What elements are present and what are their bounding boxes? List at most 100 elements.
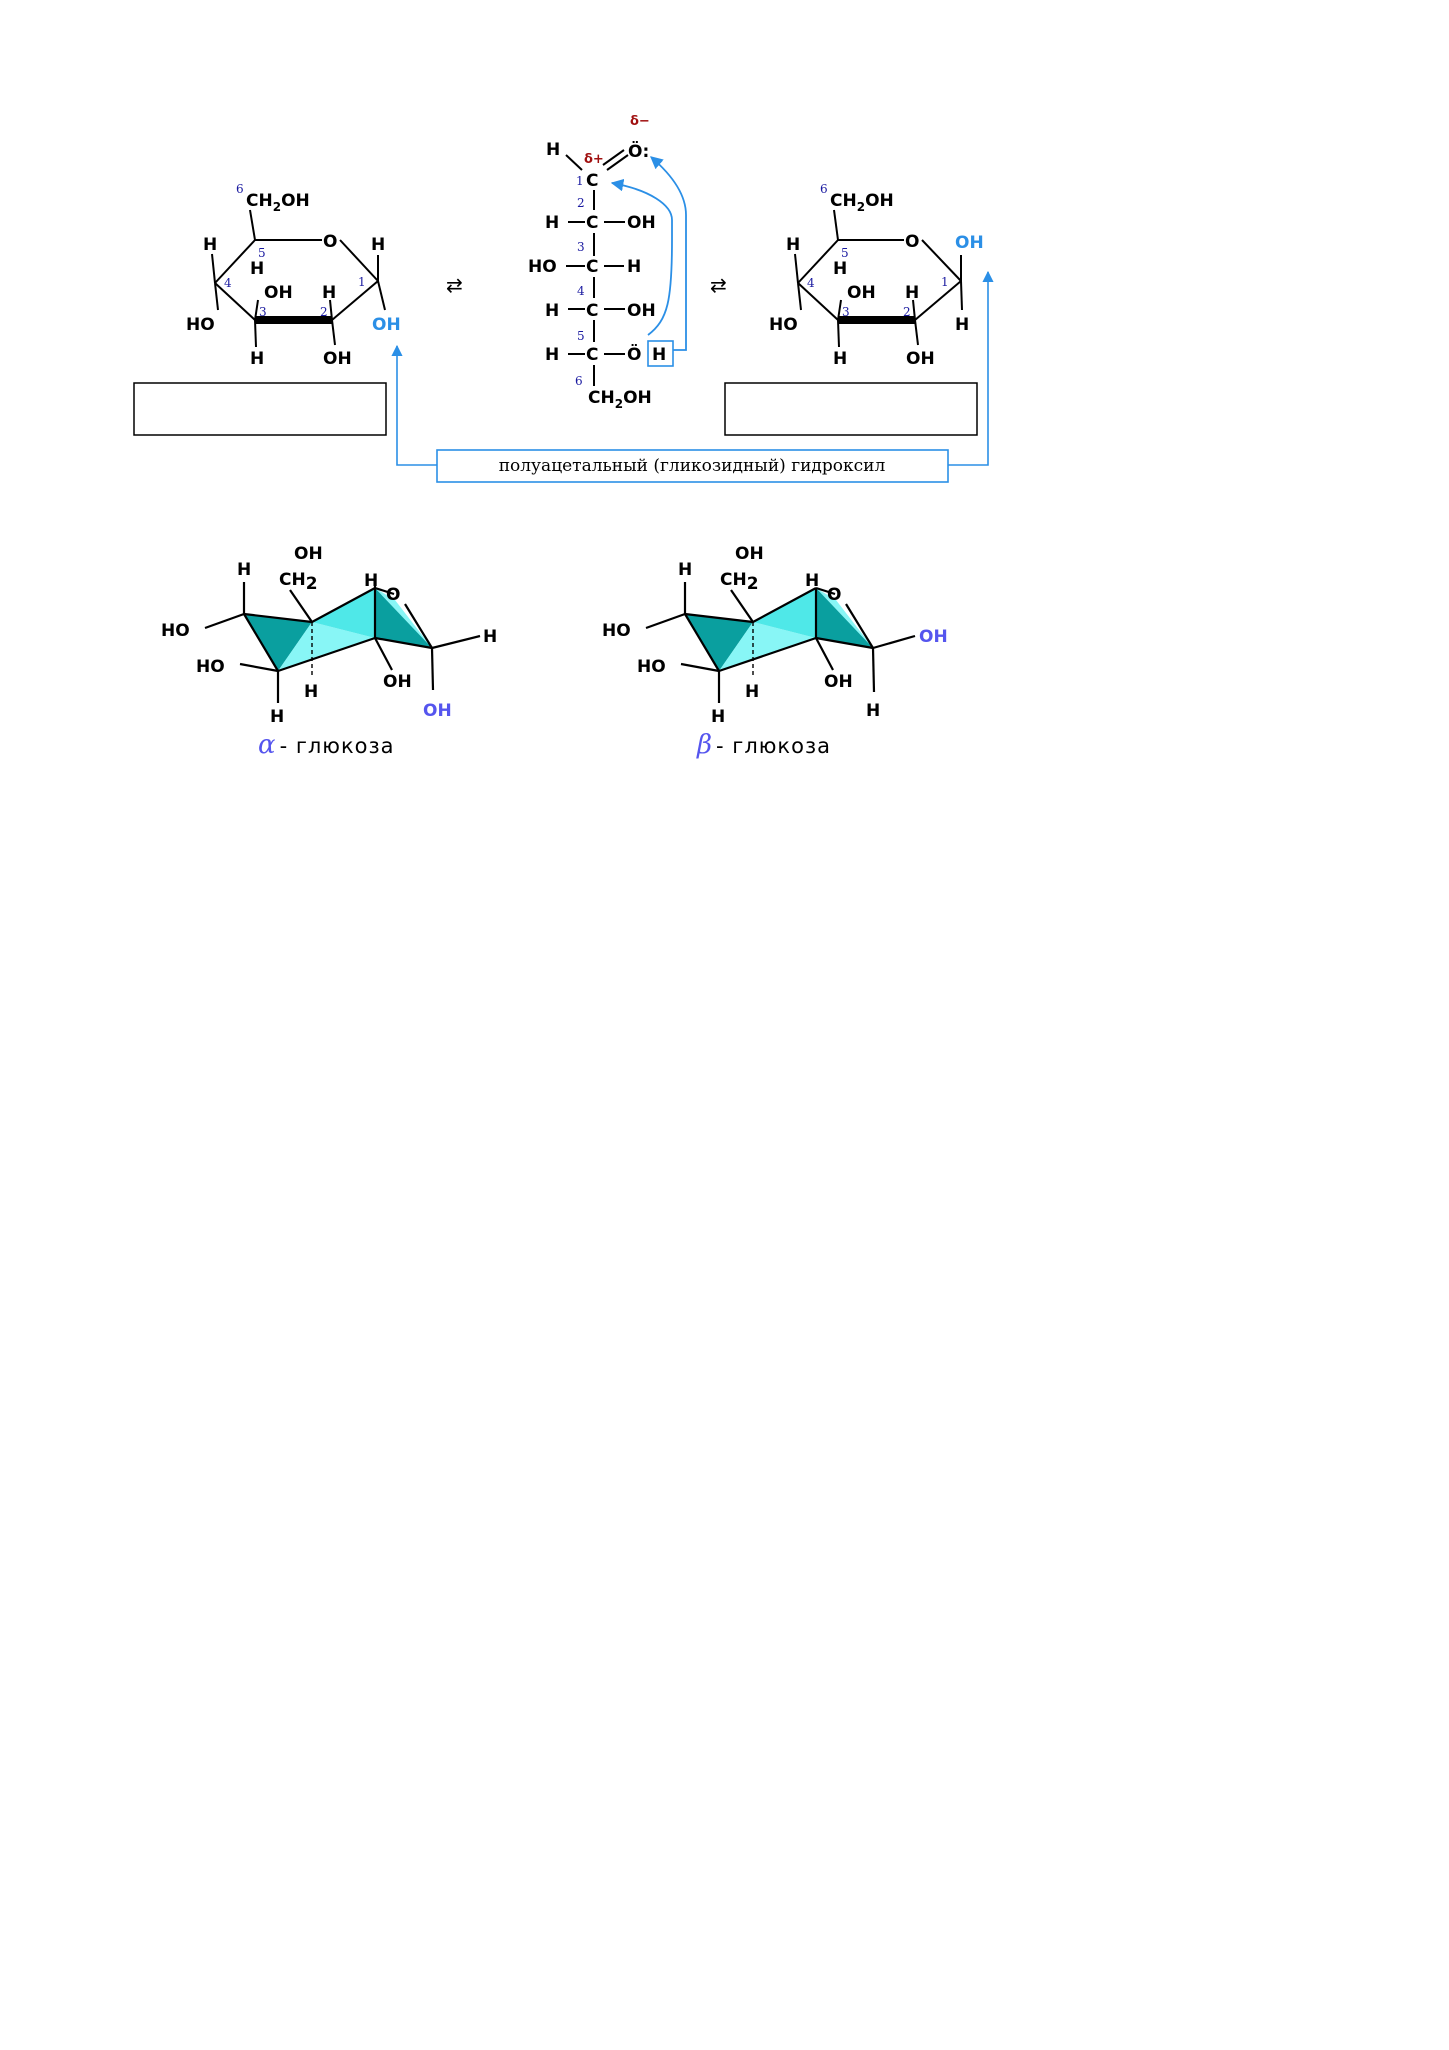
chain-row5-c: C: [586, 345, 598, 365]
open-chain-glucose: δ− δ+ H Ö: 1 C 2 H C OH 3 HO C H 4 H C O…: [528, 114, 687, 411]
alpha-c2-h: H: [322, 283, 336, 303]
alpha-chair-c1-oh: OH: [423, 701, 452, 721]
beta-chair-c3-ho: HO: [637, 657, 666, 677]
chain-c1: C: [586, 171, 598, 191]
beta-c4-ho: HO: [769, 315, 798, 335]
arrow-o5-to-c1: [610, 178, 673, 336]
beta-chair-c1-oh: OH: [919, 627, 948, 647]
alpha-chair-c5-h: H: [364, 571, 378, 591]
beta-n4: 4: [807, 276, 815, 290]
hemiacetal-caption: полуацетальный (гликозидный) гидроксил: [499, 456, 886, 476]
alpha-chair-c2-oh: OH: [383, 672, 412, 692]
beta-glucose-name: β- глюкоза: [696, 730, 831, 760]
beta-chair-c3-h: H: [711, 707, 725, 727]
alpha-chair-c3-ho: HO: [196, 657, 225, 677]
beta-c3-oh: OH: [847, 283, 876, 303]
alpha-ring-oxygen: O: [323, 232, 337, 252]
chain-row2-right: OH: [627, 213, 656, 233]
chain-row4-right: OH: [627, 301, 656, 321]
alpha-glucose-name: α- глюкоза: [258, 730, 395, 760]
alpha-chair-c3-h: H: [270, 707, 284, 727]
alpha-label-box: [133, 382, 387, 436]
alpha-n3: 3: [259, 305, 267, 319]
chain-ch2oh: CH2OH: [588, 388, 652, 411]
chain-row5-left: H: [545, 345, 559, 365]
beta-c1-h: H: [955, 315, 969, 335]
alpha-c3-oh: OH: [264, 283, 293, 303]
chain-row3-right: H: [627, 257, 641, 277]
hydroxyl-h-highlight-box: [647, 340, 674, 367]
alpha-chair-ring-o: O: [386, 585, 400, 605]
alpha-n5: 5: [258, 246, 266, 260]
alpha-c4-ho: HO: [186, 315, 215, 335]
chain-n2: 2: [577, 196, 585, 210]
chain-n6: 6: [575, 374, 583, 388]
beta-c3-h: H: [833, 349, 847, 369]
arrow-h-to-carbonyl-o: [650, 156, 687, 351]
alpha-ch2oh-label: CH2OH: [246, 191, 310, 214]
alpha-c2-oh: OH: [323, 349, 352, 369]
glucose-cyclization-diagram: 6 CH2OH O H OH H 5 H 4 HO OH 3 H 2 1 H O…: [133, 114, 994, 760]
beta-ring-oxygen: O: [905, 232, 919, 252]
beta-chair-c4-ho: HO: [602, 621, 631, 641]
beta-chair-conformation: OH CH2 H O H OH HO HO H OH H H β- глюкоз…: [602, 544, 948, 760]
beta-c4-top-h: H: [786, 235, 800, 255]
beta-label-box: [724, 382, 978, 436]
beta-c1-oh: OH: [955, 233, 984, 253]
beta-ch2oh-label: CH2OH: [830, 191, 894, 214]
delta-plus-charge: δ+: [584, 152, 604, 167]
aldehyde-h: H: [546, 140, 560, 160]
chain-row2-c: C: [586, 213, 598, 233]
chain-row2-left: H: [545, 213, 559, 233]
equilibrium-arrow-left: ⇄: [446, 273, 463, 297]
beta-chair-ring-o: O: [827, 585, 841, 605]
alpha-n2: 2: [320, 305, 328, 319]
chain-n4: 4: [577, 284, 585, 298]
beta-c2-h: H: [905, 283, 919, 303]
beta-chair-c5-h-down: H: [745, 682, 759, 702]
beta-chair-ch2: CH2: [720, 570, 759, 594]
alpha-c3-h: H: [250, 349, 264, 369]
beta-c2-oh: OH: [906, 349, 935, 369]
alpha-chair-oh: OH: [294, 544, 323, 564]
beta-chair-oh: OH: [735, 544, 764, 564]
beta-c5-h: H: [833, 259, 847, 279]
chain-row5-oxygen: Ö: [627, 343, 641, 365]
alpha-c6-number: 6: [236, 182, 244, 196]
callout-arrow-beta: [948, 270, 994, 466]
alpha-chair-c5-h-down: H: [304, 682, 318, 702]
beta-chair-c4-h: H: [678, 560, 692, 580]
chain-row3-left: HO: [528, 257, 557, 277]
alpha-chair-c4-ho: HO: [161, 621, 190, 641]
chain-row3-c: C: [586, 257, 598, 277]
alpha-c5-h: H: [250, 259, 264, 279]
delta-minus-charge: δ−: [630, 114, 650, 129]
chain-n1: 1: [576, 174, 584, 188]
beta-chair-c2-oh: OH: [824, 672, 853, 692]
beta-n5: 5: [841, 246, 849, 260]
aldehyde-oxygen: Ö:: [628, 140, 649, 162]
beta-c6-number: 6: [820, 182, 828, 196]
alpha-c1-oh: OH: [372, 315, 401, 335]
alpha-chair-conformation: OH CH2 H O H H HO HO H OH OH H α- глюкоз…: [161, 544, 497, 760]
alpha-n4: 4: [224, 276, 232, 290]
beta-haworth-structure: 6 CH2OH O OH H 5 H 4 HO OH 3 H 2 1 H H O…: [724, 182, 984, 436]
callout-arrow-alpha: [391, 344, 437, 466]
hemiacetal-caption-box: [436, 449, 949, 483]
alpha-c1-top-h: H: [371, 235, 385, 255]
chain-row4-left: H: [545, 301, 559, 321]
beta-n2: 2: [903, 305, 911, 319]
alpha-chair-c1-h: H: [483, 627, 497, 647]
alpha-haworth-structure: 6 CH2OH O H OH H 5 H 4 HO OH 3 H 2 1 H O…: [133, 182, 401, 436]
beta-chair-c5-h: H: [805, 571, 819, 591]
alpha-chair-c4-h: H: [237, 560, 251, 580]
chain-row4-c: C: [586, 301, 598, 321]
alpha-c4-top-h: H: [203, 235, 217, 255]
beta-n1: 1: [941, 275, 949, 289]
beta-chair-c1-h: H: [866, 701, 880, 721]
chain-row5-h: H: [652, 345, 666, 365]
hemiacetal-callout: полуацетальный (гликозидный) гидроксил: [391, 270, 994, 483]
chain-n3: 3: [577, 240, 585, 254]
alpha-n1: 1: [358, 275, 366, 289]
alpha-chair-ch2: CH2: [279, 570, 318, 594]
